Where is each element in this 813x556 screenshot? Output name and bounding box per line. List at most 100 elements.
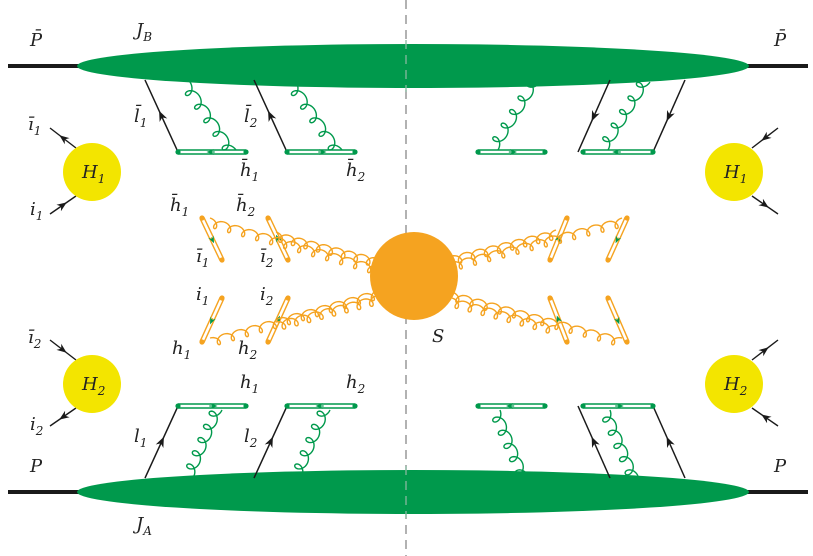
soft-wilson-left-4-end2 (265, 339, 271, 345)
soft-wilson-right-3-end2 (564, 339, 570, 345)
leg-ibar2-right-arrow (758, 347, 769, 357)
leg-i2-left-arrow (59, 410, 70, 420)
label-pbar-left: P̄ (29, 28, 43, 51)
wilson-line-bottom-right-1-end1 (475, 403, 481, 409)
quark-line-top-right-2-arrow (666, 109, 675, 122)
wilson-line-h2-bottom-end2 (352, 403, 358, 409)
wilson-line-bottom-right-2-end1 (580, 403, 586, 409)
label-hbar2-top: h̄2 (346, 157, 365, 184)
soft-wilson-left-1-b (203, 216, 225, 260)
gluon-bottom-right-1 (491, 409, 529, 477)
gluon-top-right-1 (492, 81, 541, 151)
leg-ibar1-right-arrow (761, 131, 772, 141)
quark-line-lbar1-arrow (159, 110, 168, 123)
label-i2-left: i2 (30, 414, 43, 438)
wilson-line-hbar2-top-end2 (352, 149, 358, 155)
wilson-line-bottom-right-2-end2 (650, 403, 656, 409)
gluon-bottom-left-1 (185, 409, 223, 477)
label-ibar1-mid: ī1 (196, 246, 209, 270)
soft-wilson-left-2-end1 (265, 215, 271, 221)
gluon-top-left-1 (184, 81, 237, 151)
soft-wilson-right-2-arrow (615, 235, 622, 244)
soft-wilson-right-2-end1 (624, 215, 630, 221)
soft-wilson-left-4-end1 (285, 295, 291, 301)
soft-wilson-left-2-end2 (285, 257, 291, 263)
label-hard-h1-right: H1 (723, 162, 747, 186)
soft-wilson-right-3-a (547, 298, 566, 343)
wilson-line-top-right-1-end2 (542, 149, 548, 155)
label-lbar1: l̄1 (134, 103, 147, 130)
soft-wilson-right-3-arrow (556, 315, 563, 324)
wilson-line-h2-bottom-end1 (284, 403, 290, 409)
wilson-line-top-right-2-end2 (650, 149, 656, 155)
soft-gluon-left-4 (275, 295, 377, 330)
label-hbar1-top: h̄1 (240, 157, 259, 184)
soft-gluon-right-3 (451, 291, 623, 346)
label-ibar2-left: ī2 (28, 327, 41, 351)
wilson-line-h1-bottom-end2 (243, 403, 249, 409)
label-p-left: P (29, 456, 43, 477)
label-hard-h2-right: H2 (723, 374, 747, 398)
soft-gluon-right-2 (451, 229, 557, 264)
wilson-line-bottom-right-1-end2 (542, 403, 548, 409)
soft-wilson-right-4-a (605, 298, 626, 344)
soft-wilson-right-2-end2 (605, 257, 611, 263)
soft-wilson-right-4-b (609, 296, 630, 342)
gluon-top-left-2 (290, 81, 343, 151)
label-h1-bottom: h1 (240, 372, 259, 396)
label-jet-b: JB (132, 20, 152, 44)
soft-wilson-left-3-end1 (219, 295, 225, 301)
soft-gluon-left-2 (275, 231, 377, 266)
soft-wilson-right-1-end2 (547, 257, 553, 263)
jet-function-a-ellipse (77, 470, 749, 514)
soft-wilson-right-2-b (609, 218, 630, 262)
label-hard-h2-left: H2 (81, 374, 105, 398)
label-p-right: P (773, 456, 787, 477)
label-h2-mid: h2 (238, 338, 257, 362)
label-lbar2: l̄2 (244, 103, 257, 130)
wilson-line-top-right-2-end1 (580, 149, 586, 155)
hard-function-h2-right (705, 355, 763, 413)
soft-wilson-right-3-b (551, 297, 570, 342)
label-l1: l1 (134, 426, 147, 450)
wilson-line-hbar2-top-end1 (284, 149, 290, 155)
quark-line-lbar2-arrow (268, 110, 277, 123)
gluon-top-right-2 (602, 81, 651, 151)
quark-line-top-right-1-arrow (591, 109, 600, 122)
soft-gluon-left-3 (209, 289, 379, 346)
label-hard-h1-left: H1 (81, 162, 105, 186)
label-i1-left: i1 (30, 199, 43, 223)
soft-gluon-right-4 (451, 297, 557, 334)
label-h2-bottom: h2 (346, 372, 365, 396)
quark-line-l2-arrow (264, 436, 273, 449)
soft-wilson-right-4-arrow (613, 316, 620, 325)
jet-function-b-ellipse (77, 44, 749, 88)
leg-ibar2-left-arrow (56, 343, 67, 353)
quark-line-l1-arrow (155, 436, 164, 449)
label-jet-a: JA (132, 514, 152, 538)
quark-line-bottom-right-1-arrow (591, 436, 600, 449)
label-hbar1-mid: h̄1 (170, 192, 189, 219)
soft-wilson-right-1-end1 (564, 215, 570, 221)
wilson-line-h1-bottom-end1 (175, 403, 181, 409)
quark-line-bottom-right-2-arrow (666, 436, 675, 449)
leg-i1-left-arrow (56, 202, 67, 212)
gluon-bottom-left-2 (293, 409, 331, 477)
leg-i1-right-arrow (758, 198, 769, 208)
label-h1-mid: h1 (172, 338, 191, 362)
soft-wilson-left-1-arrow (208, 235, 215, 244)
label-ibar2-mid: ī2 (260, 246, 273, 270)
label-soft: S (432, 326, 444, 347)
hard-function-h1-right (705, 143, 763, 201)
hard-function-h2-left (63, 355, 121, 413)
soft-gluon-left-1 (209, 217, 379, 274)
label-pbar-right: P̄ (773, 28, 787, 51)
wilson-line-top-right-1-end1 (475, 149, 481, 155)
hard-function-h1-left (63, 143, 121, 201)
soft-wilson-right-4-end1 (605, 295, 611, 301)
soft-wilson-right-4-end2 (624, 339, 630, 345)
gluon-bottom-right-2 (601, 409, 639, 477)
leg-i2-right-arrow (761, 414, 772, 424)
